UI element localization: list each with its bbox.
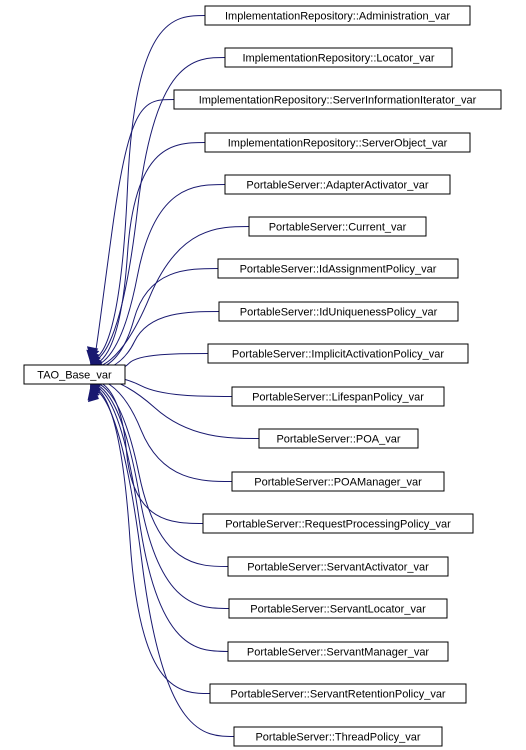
derived-class-box [217,258,459,279]
derived-class-label: PortableServer::POAManager_var [254,477,422,489]
base-class-node[interactable]: TAO_Base_var [23,364,126,385]
derived-class-box [204,5,471,26]
derived-class-node[interactable]: PortableServer::ServantActivator_var [227,556,449,577]
derived-class-box [173,89,502,110]
derived-class-label: PortableServer::ServantActivator_var [247,562,429,574]
inheritance-edge [89,381,229,567]
derived-class-box [227,641,449,662]
derived-class-label: ImplementationRepository::ServerInformat… [199,95,477,107]
derived-class-box [224,174,451,195]
inheritance-edge [89,382,230,609]
derived-class-label: ImplementationRepository::ServerObject_v… [228,138,448,150]
derived-class-label: PortableServer::ServantLocator_var [250,604,426,616]
derived-class-node[interactable]: PortableServer::IdAssignmentPolicy_var [217,258,459,279]
derived-class-label: PortableServer::IdUniquenessPolicy_var [240,307,438,319]
inheritance-edge [89,388,235,737]
derived-class-label: PortableServer::RequestProcessingPolicy_… [225,519,451,531]
derived-class-node[interactable]: ImplementationRepository::Locator_var [224,47,453,68]
derived-class-label: PortableServer::AdapterActivator_var [246,180,429,192]
base-class-label: TAO_Base_var [37,370,112,382]
derived-class-box [231,471,445,492]
derived-class-node[interactable]: PortableServer::Current_var [248,216,427,237]
derived-class-label: PortableServer::ThreadPolicy_var [255,732,420,744]
derived-class-node[interactable]: PortableServer::ServantRetentionPolicy_v… [209,683,467,704]
derived-class-node[interactable]: PortableServer::POAManager_var [231,471,445,492]
derived-class-label: PortableServer::ServantRetentionPolicy_v… [230,689,446,701]
derived-class-node[interactable]: PortableServer::ServantLocator_var [228,598,448,619]
derived-class-label: PortableServer::IdAssignmentPolicy_var [240,264,437,276]
derived-class-node[interactable]: PortableServer::ImplicitActivationPolicy… [207,343,469,364]
derived-class-box [227,556,449,577]
derived-class-box [218,301,459,322]
inheritance-edge [89,386,211,694]
derived-class-node[interactable]: ImplementationRepository::ServerObject_v… [204,132,471,153]
derived-class-label: PortableServer::ServantManager_var [247,647,430,659]
derived-class-node[interactable]: PortableServer::IdUniquenessPolicy_var [218,301,459,322]
derived-class-box [231,386,445,407]
derived-class-box [228,598,448,619]
inheritance-arrowhead [88,389,100,403]
class-nodes: TAO_Base_var ImplementationRepository::A… [23,5,502,747]
derived-class-node[interactable]: PortableServer::ThreadPolicy_var [233,726,443,747]
inheritance-edge [89,184,226,367]
derived-class-box [233,726,443,747]
derived-class-label: PortableServer::Current_var [269,222,407,234]
inheritance-edge [89,99,175,364]
derived-class-node[interactable]: ImplementationRepository::Administration… [204,5,471,26]
derived-class-node[interactable]: PortableServer::AdapterActivator_var [224,174,451,195]
derived-class-label: PortableServer::LifespanPolicy_var [252,392,424,404]
derived-class-box [207,343,469,364]
base-class-box [23,364,126,385]
derived-class-box [209,683,467,704]
derived-class-label: ImplementationRepository::Locator_var [243,53,435,65]
derived-class-label: PortableServer::ImplicitActivationPolicy… [232,349,444,361]
inheritance-edge [89,142,206,366]
derived-class-node[interactable]: PortableServer::ServantManager_var [227,641,449,662]
derived-class-box [202,513,474,534]
inheritance-edge [89,15,206,361]
derived-class-node[interactable]: PortableServer::LifespanPolicy_var [231,386,445,407]
inheritance-edge [89,384,229,652]
derived-class-label: ImplementationRepository::Administration… [225,11,450,23]
derived-class-box [258,428,419,449]
derived-class-label: PortableServer::POA_var [276,434,400,446]
derived-class-box [248,216,427,237]
derived-class-node[interactable]: ImplementationRepository::ServerInformat… [173,89,502,110]
inheritance-edge [89,57,226,362]
derived-class-node[interactable]: PortableServer::RequestProcessingPolicy_… [202,513,474,534]
derived-class-node[interactable]: PortableServer::POA_var [258,428,419,449]
derived-class-box [224,47,453,68]
derived-class-box [204,132,471,153]
